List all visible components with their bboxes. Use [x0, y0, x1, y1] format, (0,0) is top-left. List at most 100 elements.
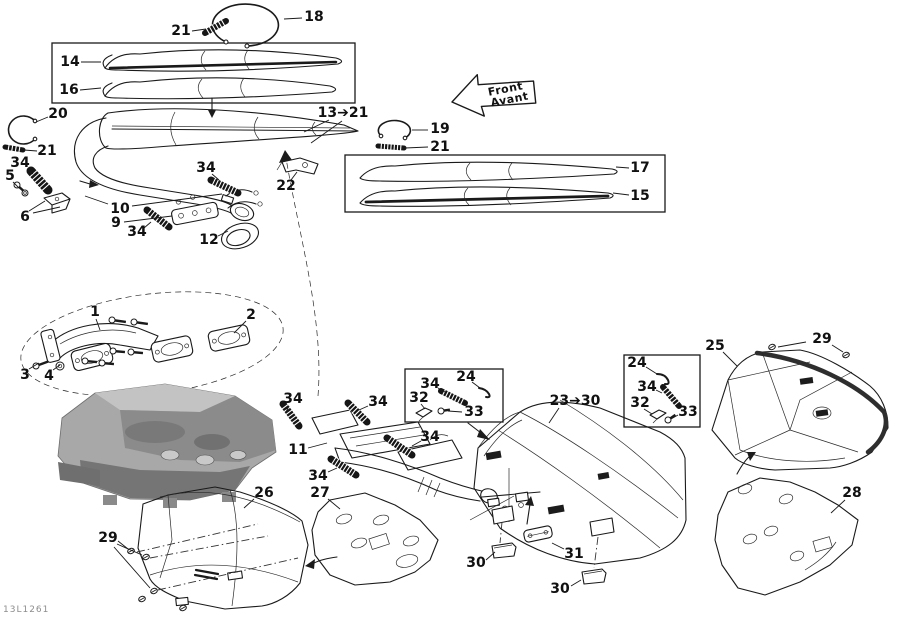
callout-24: 24: [456, 369, 476, 385]
leader-line: [722, 351, 738, 367]
bolt: [437, 407, 451, 415]
bracket-31-drawing: [523, 525, 553, 543]
centerline-30a: [499, 521, 503, 544]
bolt: [130, 318, 149, 326]
callout-34: 34: [637, 379, 657, 395]
callout-29: 29: [98, 530, 117, 546]
leader-line: [615, 166, 630, 169]
callout-9: 9: [111, 215, 121, 231]
leader-line: [243, 498, 255, 509]
leader-line: [411, 440, 422, 447]
support-block-30a: [491, 542, 517, 559]
leader-line: [327, 498, 341, 510]
callout-2: 2: [246, 307, 256, 323]
callout-34: 34: [283, 391, 303, 407]
side-cover-25-drawing: [711, 349, 889, 471]
hook-24-right: [656, 373, 670, 386]
leader-line: [645, 366, 658, 375]
leader-line: [23, 149, 38, 152]
callout-14: 14: [60, 54, 80, 70]
manifold-gasket-2: [207, 324, 251, 352]
detail-box-heat-shields-right: [344, 154, 666, 213]
callout-18: 18: [304, 9, 323, 25]
callout-21: 21: [171, 23, 190, 39]
gasket-ring-12: [221, 222, 259, 250]
leader-line: [217, 230, 229, 237]
callout-34: 34: [420, 429, 440, 445]
leader-line: [28, 362, 40, 370]
screw: [179, 604, 187, 612]
leader-line: [831, 344, 844, 353]
detail-box-hardware-right: [623, 354, 701, 428]
bolt: [32, 360, 49, 370]
callout-4: 4: [44, 368, 54, 384]
callout-34: 34: [196, 160, 216, 176]
callout-34: 34: [308, 468, 328, 484]
bolt: [109, 347, 126, 355]
leader-line: [570, 579, 582, 587]
leader-line: [35, 116, 49, 123]
leader-line: [28, 200, 46, 212]
hardware-layer: [13, 181, 850, 612]
manifold-gasket-b: [150, 335, 194, 363]
assembly-arrows: [79, 97, 756, 569]
exhaust-spring: [207, 176, 242, 197]
callout-28: 28: [842, 485, 861, 501]
screw-centerline-b: [149, 535, 269, 559]
leader-line: [52, 364, 61, 371]
leader-line: [612, 192, 630, 196]
callout-24: 24: [627, 355, 647, 371]
callout-22: 22: [276, 178, 295, 194]
callout-23➔30: 23➔30: [550, 393, 601, 409]
muffler-hanger-assembly: [469, 468, 541, 522]
leader-line: [283, 17, 303, 20]
drawing-code: 13L1261: [3, 605, 49, 615]
callout-10: 10: [110, 201, 130, 217]
leader-line: [79, 87, 102, 91]
callout-26: 26: [254, 485, 273, 501]
front-direction-arrow: Front Avant: [451, 73, 537, 117]
callout-21: 21: [430, 139, 449, 155]
callout-29: 29: [812, 331, 831, 347]
assembly-arrowhead-up: [279, 150, 292, 163]
exhaust-spring: [383, 434, 416, 459]
washer: [21, 189, 29, 197]
hook-24-left: [478, 387, 491, 399]
callout-6: 6: [20, 209, 30, 225]
leader-line: [551, 542, 565, 550]
callout-27: 27: [310, 485, 329, 501]
leader-line: [485, 551, 496, 561]
right-muffler-drawing: [473, 399, 687, 565]
clamp-ring-20: [7, 115, 38, 145]
leader-line: [437, 387, 446, 393]
exhaust-spring: [202, 18, 229, 36]
leader-line: [471, 381, 481, 389]
washer: [55, 361, 65, 371]
screw: [138, 595, 146, 603]
exhaust-manifold-1: [40, 323, 159, 363]
bolt: [108, 316, 127, 324]
leader-line: [548, 407, 560, 424]
leader-line: [116, 543, 143, 556]
leader-line: [310, 120, 343, 144]
detail-box-heat-shields-upper: [51, 42, 356, 104]
callout-25: 25: [705, 338, 724, 354]
leader-line: [420, 403, 426, 410]
left-muffler-26-drawing: [137, 486, 309, 610]
callout-15: 15: [630, 188, 649, 204]
callout-34: 34: [127, 224, 147, 240]
clamp-ring-19: [377, 119, 412, 141]
callout-33: 33: [678, 404, 697, 420]
springs-layer: [2, 18, 682, 479]
leader-line: [26, 168, 34, 175]
leader-line: [307, 442, 328, 449]
leader-line: [211, 173, 220, 181]
leader-line: [670, 414, 679, 420]
screw: [768, 343, 776, 351]
callout-17: 17: [630, 160, 649, 176]
heat-shield-16-drawing: [102, 77, 337, 100]
callout-12: 12: [199, 232, 218, 248]
